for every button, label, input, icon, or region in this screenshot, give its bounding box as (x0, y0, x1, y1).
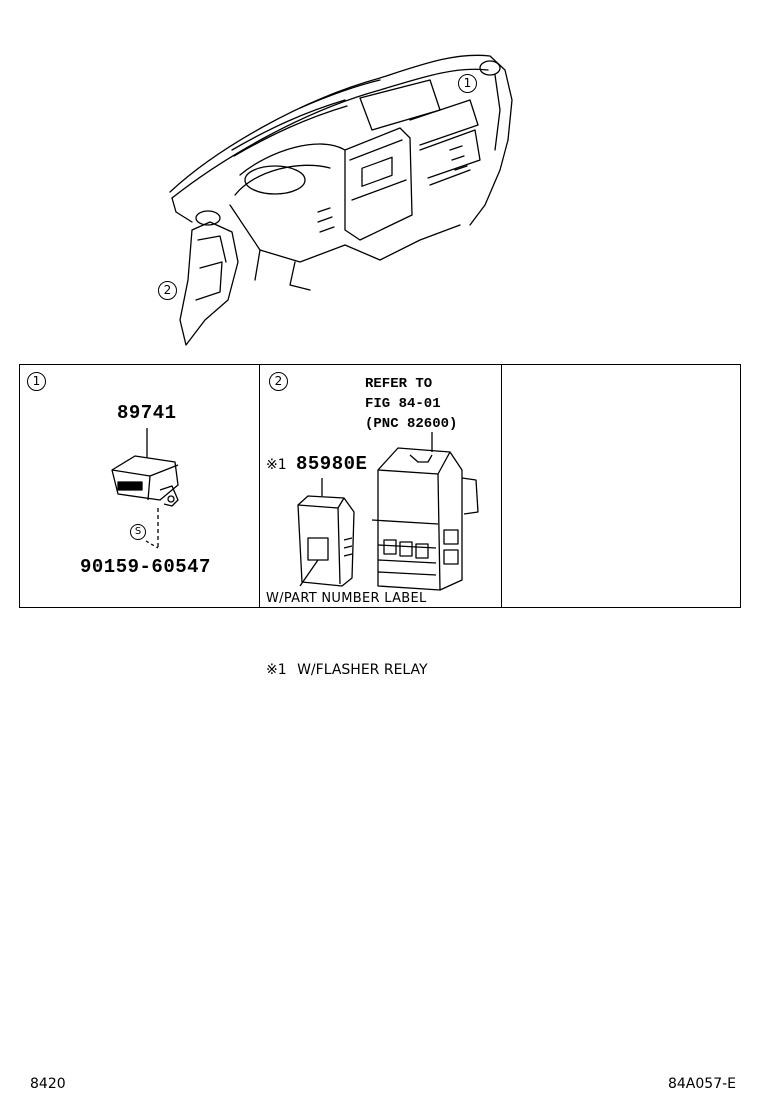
part-number-90159-60547: 90159-60547 (80, 556, 211, 578)
figure-code: 84A057-E (667, 1076, 736, 1092)
junction-block (377, 447, 463, 591)
table-divider-2 (501, 364, 502, 608)
footnote-mark: ※1 (266, 662, 287, 678)
part-number-label-note: W/PART NUMBER LABEL (266, 591, 427, 606)
footnote: ※1 W/FLASHER RELAY (266, 662, 428, 678)
refer-line-3: (PNC 82600) (365, 416, 458, 432)
dashboard-illustration (169, 54, 513, 346)
page-code: 8420 (30, 1076, 66, 1092)
note-mark-1: ※1 (266, 457, 287, 473)
screw-symbol: S (130, 524, 146, 540)
dashboard-top-outline (169, 54, 513, 193)
panel-1-index: 1 (27, 372, 46, 391)
left-end-panel (179, 221, 239, 346)
flasher-relay (297, 495, 355, 587)
refer-line-1: REFER TO (365, 376, 433, 392)
part-number-89741: 89741 (117, 402, 177, 424)
dashboard-callout-1: 1 (458, 74, 477, 93)
footnote-text: W/FLASHER RELAY (297, 662, 428, 678)
refer-line-2: FIG 84-01 (365, 396, 441, 412)
part-number-85980E: 85980E (296, 453, 368, 475)
dashboard-callout-2: 2 (158, 281, 177, 300)
parts-table (19, 364, 741, 608)
refer-note: REFER TO FIG 84-01 (PNC 82600) (365, 374, 457, 434)
table-divider-1 (259, 364, 260, 608)
panel-2-index: 2 (269, 372, 288, 391)
